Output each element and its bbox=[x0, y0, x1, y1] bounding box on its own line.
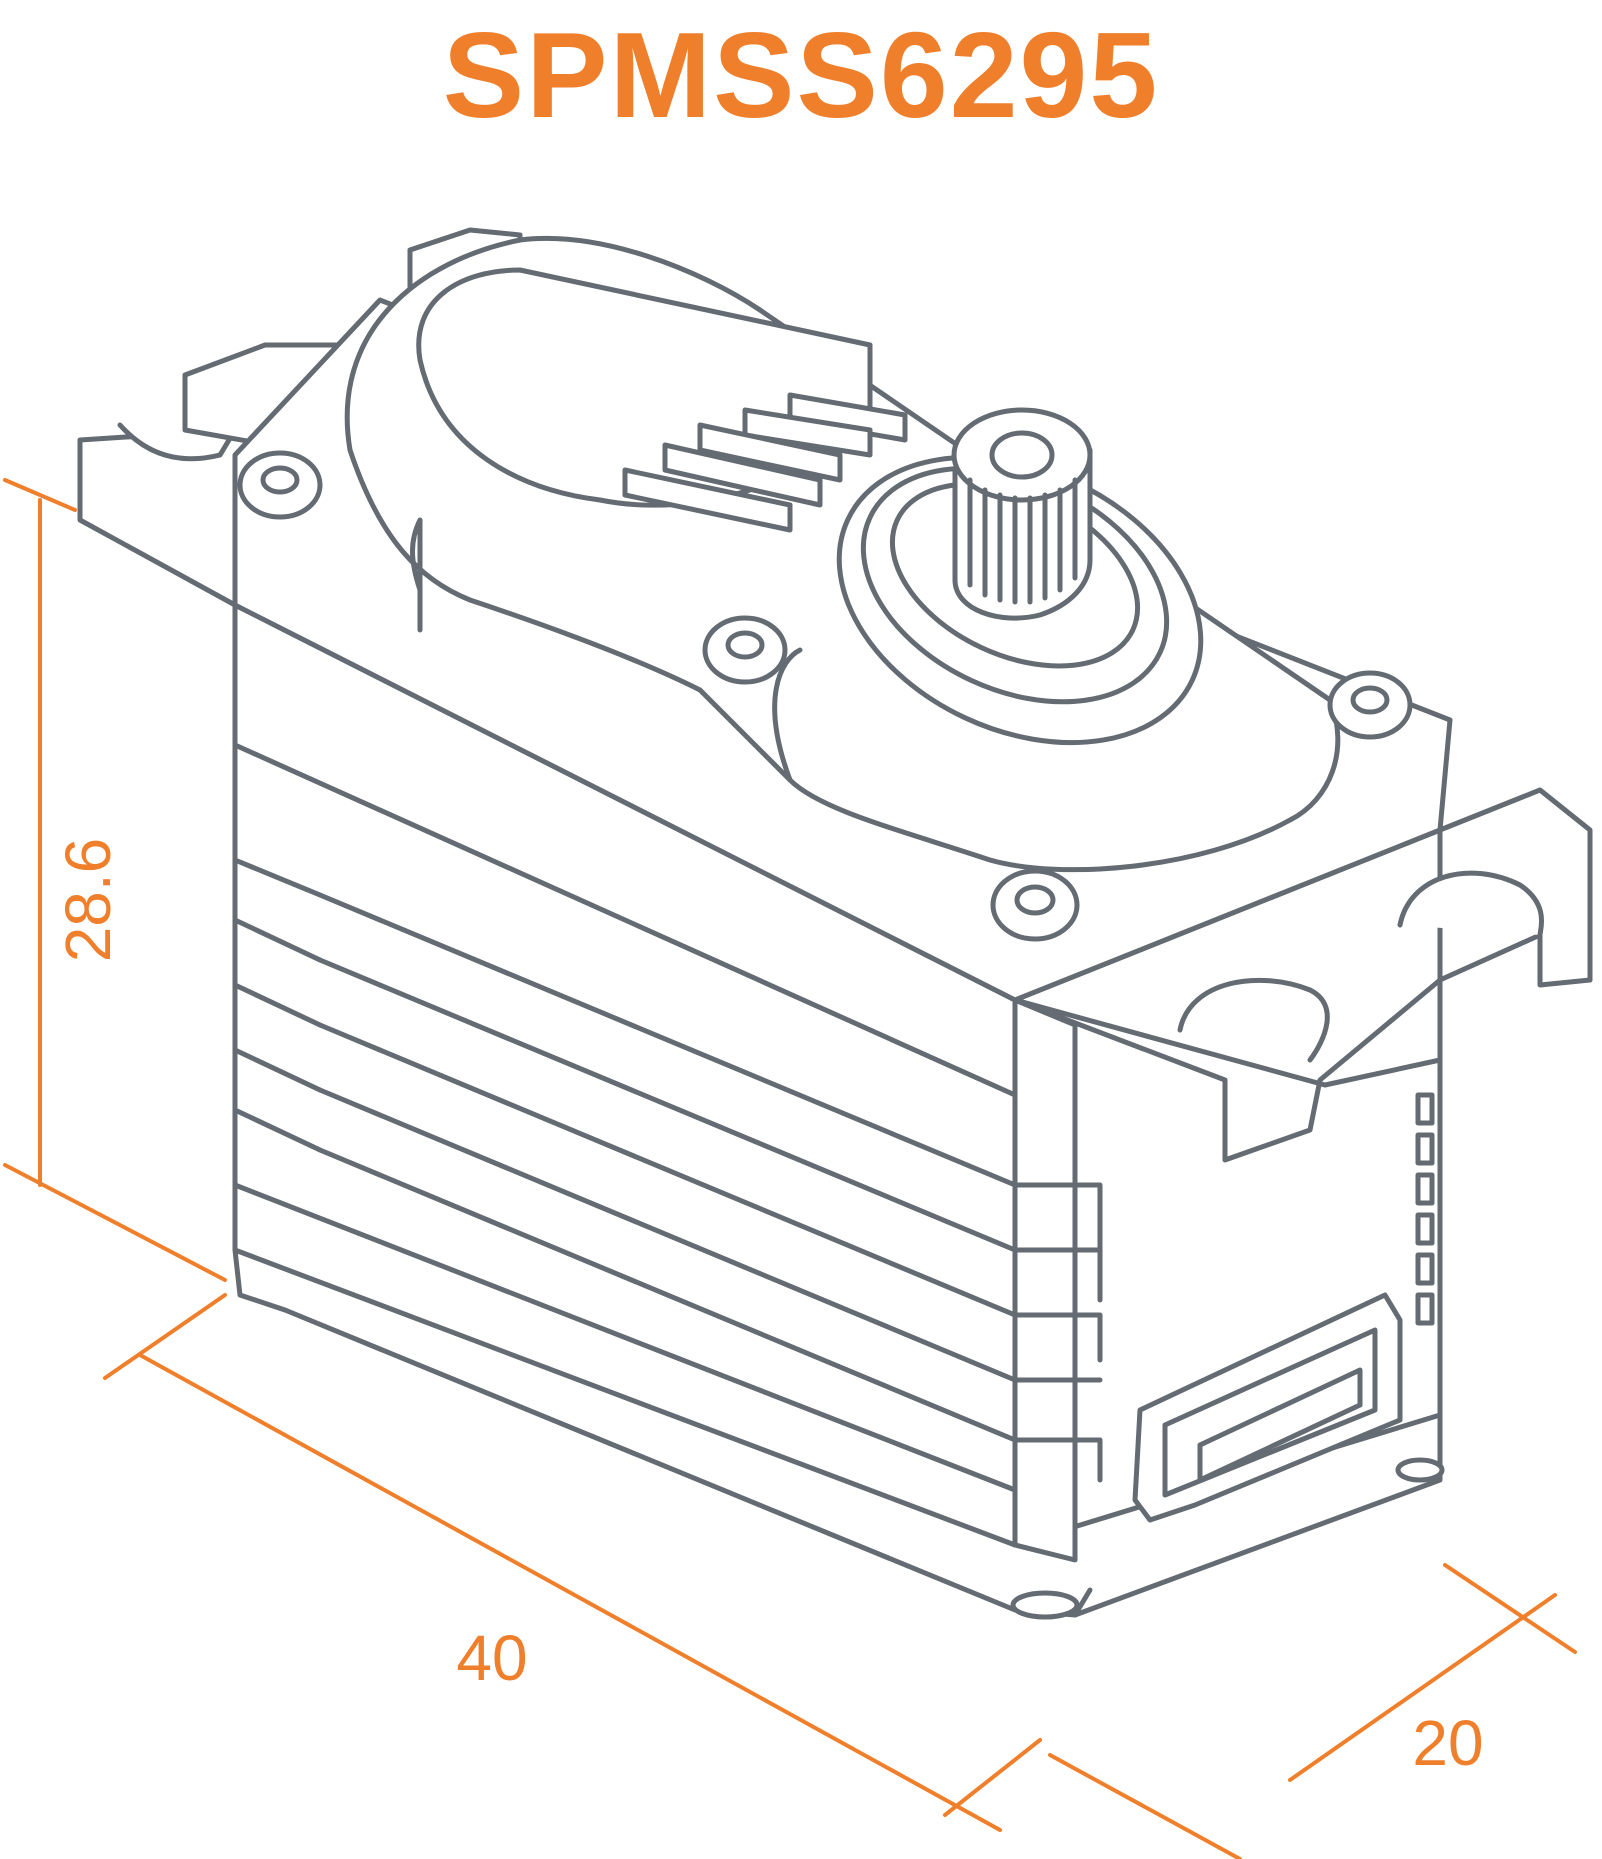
servo-top-case bbox=[77, 227, 1593, 1163]
foot-front bbox=[1010, 1590, 1080, 1620]
height-dimension-label: 28.6 bbox=[52, 838, 124, 963]
output-shaft bbox=[836, 407, 1204, 746]
servo-body bbox=[232, 602, 1445, 1620]
label-stripes bbox=[622, 392, 908, 533]
foot-right bbox=[1395, 1457, 1445, 1483]
dim-width-ext-right bbox=[1443, 1563, 1577, 1654]
dim-width-line bbox=[1288, 1593, 1557, 1782]
heat-sink-fins bbox=[232, 857, 1103, 1483]
dim-width-line-a bbox=[1048, 1753, 1242, 1859]
page-title: SPMSS6295 bbox=[442, 7, 1160, 143]
dimension-lines bbox=[3, 478, 1577, 1859]
wire-port bbox=[1132, 1292, 1403, 1523]
body-corner bbox=[1012, 997, 1078, 1563]
length-dimension-label: 40 bbox=[456, 1622, 527, 1694]
width-dimension-label: 20 bbox=[1412, 1707, 1483, 1779]
dim-length-line bbox=[138, 1353, 1002, 1832]
mounting-tab-right bbox=[1012, 787, 1593, 1163]
end-vents bbox=[1415, 1092, 1435, 1326]
dim-length-ext-right bbox=[943, 1738, 1042, 1817]
case-screws bbox=[237, 450, 1413, 942]
dim-length-ext-left bbox=[103, 1293, 227, 1380]
dim-height-ext-top bbox=[3, 478, 77, 512]
